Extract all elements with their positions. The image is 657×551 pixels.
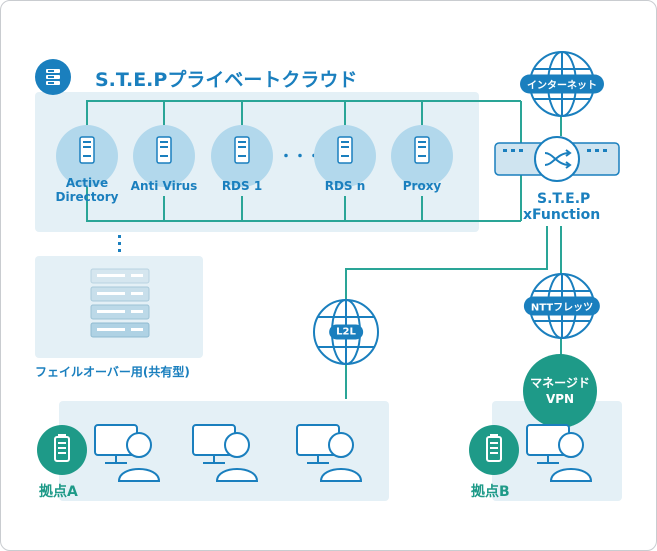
server-label-rds-n: RDS n — [324, 179, 366, 193]
failover-rack-icon — [90, 268, 150, 338]
server-node-rds-1 — [211, 125, 273, 187]
failover-label: フェイルオーバー用(共有型) — [35, 365, 190, 379]
server-label-rds-1: RDS 1 — [221, 179, 263, 193]
managed-vpn-line1: マネージド — [530, 376, 590, 390]
server-ellipsis: ・・・ — [279, 149, 321, 165]
user-pc-icon — [526, 424, 593, 482]
xfunction-label-line1: S.T.E.P — [537, 191, 591, 207]
managed-vpn-circle: マネージド VPN — [523, 354, 597, 428]
internet-label: インターネット — [520, 74, 604, 94]
ntt-label: NTTフレッツ — [523, 296, 601, 316]
managed-vpn-line2: VPN — [545, 392, 575, 406]
server-node-proxy — [391, 125, 453, 187]
cloud-title: S.T.E.Pプライベートクラウド — [95, 69, 358, 91]
xfunction-label-line2: xFunction — [523, 207, 601, 223]
server-node-anti-virus — [133, 125, 195, 187]
user-pc-icon — [94, 424, 161, 482]
server-label-active-directory: Active Directory — [55, 176, 119, 204]
server-node-rds-n — [314, 125, 376, 187]
site-a-building-icon — [37, 425, 87, 475]
l2l-globe: L2L — [311, 297, 381, 367]
server-node-active-directory — [56, 125, 118, 187]
internet-globe: インターネット — [520, 49, 604, 119]
server-label-anti-virus: Anti Virus — [130, 179, 198, 193]
site-b-building-icon — [469, 425, 519, 475]
site-a-label: 拠点A — [39, 484, 78, 500]
site-b-label: 拠点B — [471, 484, 510, 500]
server-label-proxy: Proxy — [402, 179, 442, 193]
user-pc-icon — [296, 424, 363, 482]
l2l-label: L2L — [329, 324, 363, 340]
ntt-globe: NTTフレッツ — [523, 271, 601, 341]
cloud-server-icon — [35, 59, 71, 95]
user-pc-icon — [192, 424, 259, 482]
xfunction-switch-icon — [494, 136, 620, 182]
